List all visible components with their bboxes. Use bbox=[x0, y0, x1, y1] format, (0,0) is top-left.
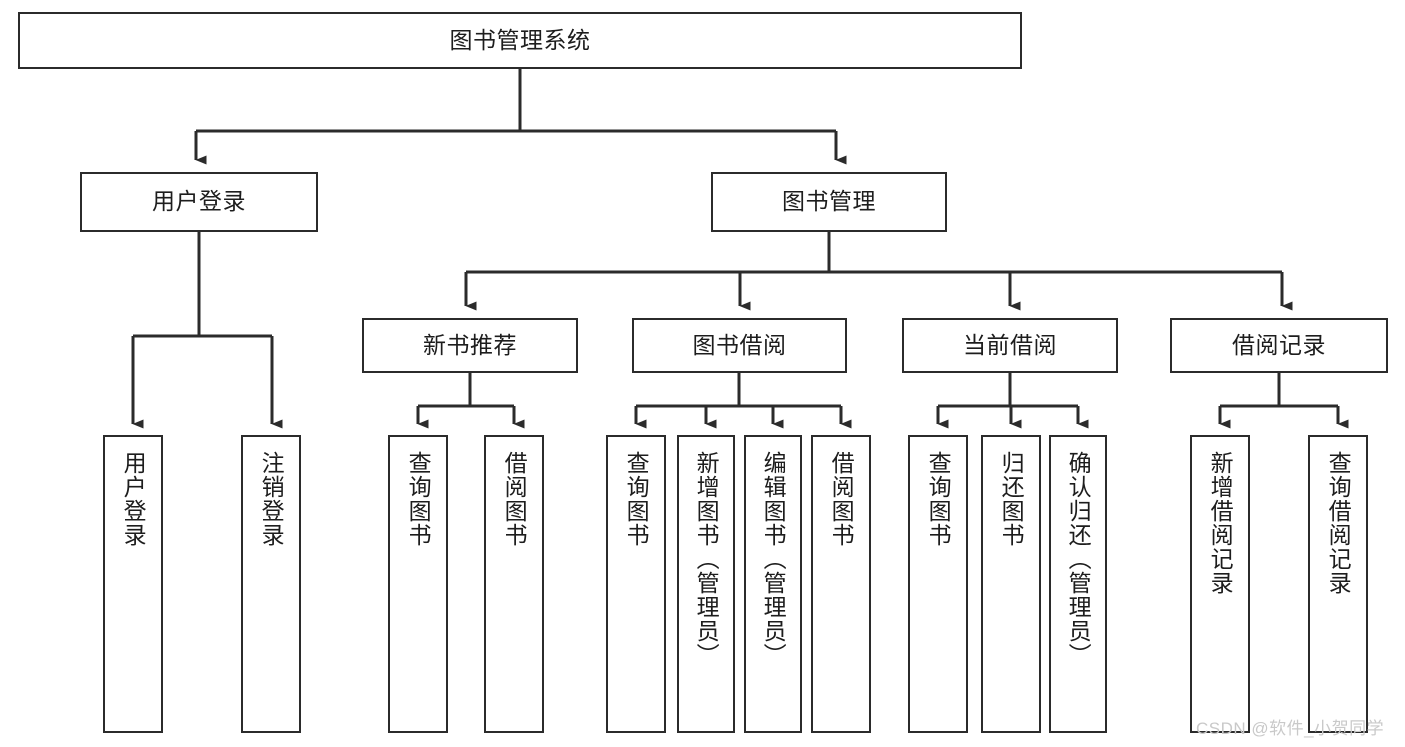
leaf-query-books-current[interactable]: 查询图书 bbox=[908, 435, 968, 733]
node-label: 用户登录 bbox=[120, 451, 147, 547]
leaf-confirm-return-admin[interactable]: 确认归还（管理员） bbox=[1049, 435, 1107, 733]
node-label: 图书管理系统 bbox=[449, 26, 591, 53]
node-book-management[interactable]: 图书管理 bbox=[711, 172, 947, 232]
node-label: 查询借阅记录 bbox=[1325, 451, 1352, 595]
leaf-query-books-borrowing[interactable]: 查询图书 bbox=[606, 435, 666, 733]
node-label: 借阅图书 bbox=[828, 451, 855, 547]
leaf-add-borrowing-record[interactable]: 新增借阅记录 bbox=[1190, 435, 1250, 733]
node-book-management-system[interactable]: 图书管理系统 bbox=[18, 12, 1022, 69]
node-label: 注销登录 bbox=[258, 451, 285, 547]
node-label: 确认归还（管理员） bbox=[1065, 451, 1092, 667]
node-new-book-recommendation[interactable]: 新书推荐 bbox=[362, 318, 578, 373]
leaf-borrow-books-borrowing[interactable]: 借阅图书 bbox=[811, 435, 871, 733]
node-borrowing-records[interactable]: 借阅记录 bbox=[1170, 318, 1388, 373]
leaf-borrow-books-recommendation[interactable]: 借阅图书 bbox=[484, 435, 544, 733]
node-label: 新书推荐 bbox=[423, 331, 517, 358]
node-user-login[interactable]: 用户登录 bbox=[80, 172, 318, 232]
node-label: 当前借阅 bbox=[963, 331, 1057, 358]
leaf-add-book-admin[interactable]: 新增图书（管理员） bbox=[677, 435, 735, 733]
node-label: 编辑图书（管理员） bbox=[760, 451, 787, 667]
node-label: 新增借阅记录 bbox=[1207, 451, 1234, 595]
leaf-logout[interactable]: 注销登录 bbox=[241, 435, 301, 733]
watermark: CSDN @软件_小贺同学 bbox=[1196, 719, 1385, 738]
node-label: 图书管理 bbox=[782, 188, 876, 215]
node-label: 查询图书 bbox=[623, 451, 650, 547]
node-label: 查询图书 bbox=[405, 451, 432, 547]
node-book-borrowing[interactable]: 图书借阅 bbox=[632, 318, 847, 373]
node-label: 归还图书 bbox=[998, 451, 1025, 547]
node-label: 新增图书（管理员） bbox=[693, 451, 720, 667]
node-label: 用户登录 bbox=[152, 188, 246, 215]
node-current-borrowing[interactable]: 当前借阅 bbox=[902, 318, 1118, 373]
leaf-query-borrowing-record[interactable]: 查询借阅记录 bbox=[1308, 435, 1368, 733]
leaf-user-login[interactable]: 用户登录 bbox=[103, 435, 163, 733]
node-label: 查询图书 bbox=[925, 451, 952, 547]
leaf-edit-book-admin[interactable]: 编辑图书（管理员） bbox=[744, 435, 802, 733]
node-label: 图书借阅 bbox=[692, 331, 787, 358]
node-label: 借阅图书 bbox=[501, 451, 528, 547]
leaf-return-books[interactable]: 归还图书 bbox=[981, 435, 1041, 733]
leaf-query-books-recommendation[interactable]: 查询图书 bbox=[388, 435, 448, 733]
node-label: 借阅记录 bbox=[1232, 331, 1326, 358]
